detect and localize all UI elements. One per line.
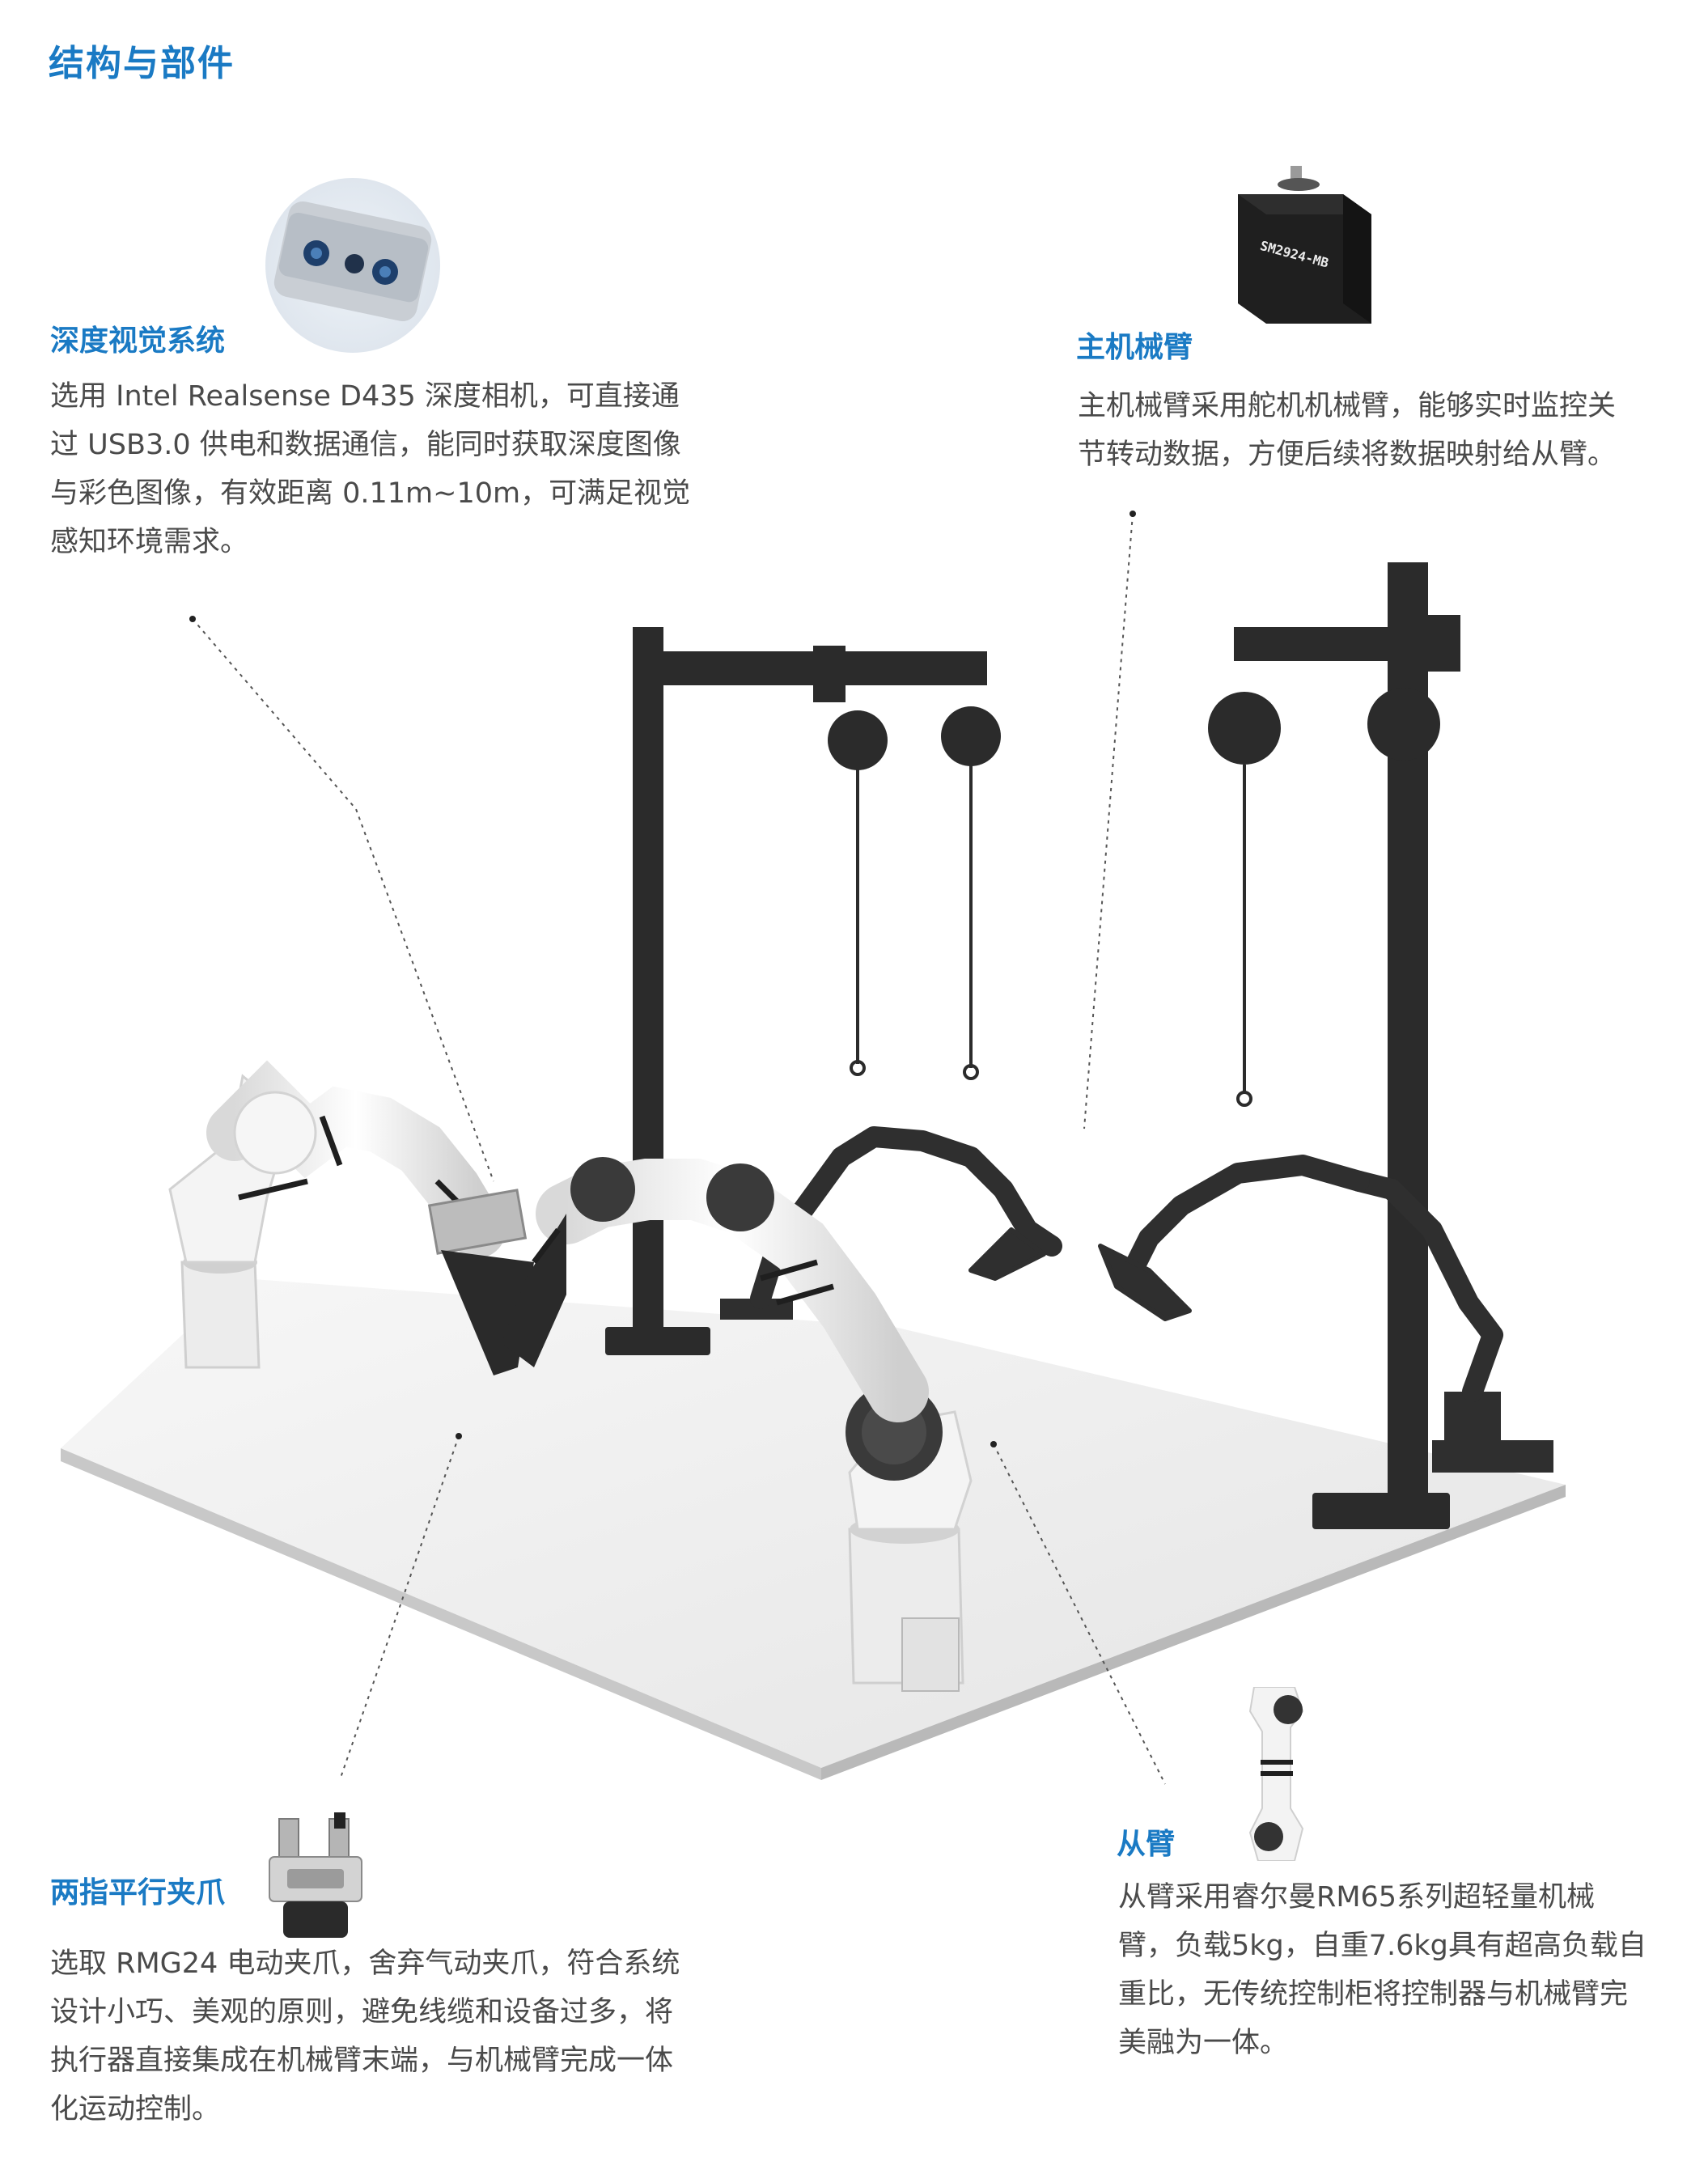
arm-link-image [1248,1687,1304,1861]
left-frame [605,627,1001,1355]
connector-dot [990,1441,997,1447]
platform [61,1278,1566,1780]
gripper-description: 选取 RMG24 电动夹爪，舍弃气动夹爪，符合系统 设计小巧、美观的原则，避免线… [50,1939,680,2134]
depth-vision-heading: 深度视觉系统 [50,324,226,358]
description-line: 过 USB3.0 供电和数据通信，能同时获取深度图像 [50,429,681,461]
slave-arm-heading: 从臂 [1117,1828,1176,1861]
description-line: 主机械臂采用舵机机械臂，能够实时监控关 [1078,390,1617,422]
slave-arm-left [168,1060,534,1375]
description-line: 选取 RMG24 电动夹爪，舍弃气动夹爪，符合系统 [50,1947,680,1980]
description-line: 重比，无传统控制柜将控制器与机械臂完 [1118,1978,1629,2011]
description-line: 节转动数据，方便后续将数据映射给从臂。 [1078,439,1617,471]
description-line: 执行器直接集成在机械臂末端，与机械臂完成一体 [50,2045,674,2077]
description-line: 设计小巧、美观的原则，避免线缆和设备过多，将 [50,1996,674,2028]
page-title: 结构与部件 [49,43,235,84]
gripper-heading: 两指平行夹爪 [50,1876,226,1909]
master-arm-right [1098,1155,1553,1473]
connector-dot [1129,511,1136,517]
depth-vision-description: 选用 Intel Realsense D435 深度相机，可直接通 过 USB3… [50,372,690,566]
slave-arm-description: 从臂采用睿尔曼RM65系列超轻量机械 臂，负载5kg，自重7.6kg具有超高负载… [1118,1873,1647,2067]
gripper-image [269,1812,362,1938]
right-frame [1208,562,1460,1529]
connector-slave-arm [993,1443,1166,1785]
description-line: 臂，负载5kg，自重7.6kg具有超高负载自 [1118,1930,1647,1962]
description-line: 选用 Intel Realsense D435 深度相机，可直接通 [50,380,680,413]
description-line: 化运动控制。 [50,2093,221,2125]
description-line: 感知环境需求。 [50,526,249,558]
depth-camera-image [265,178,440,353]
description-line: 与彩色图像，有效距离 0.11m~10m，可满足视觉 [50,477,691,510]
connector-dot [456,1433,462,1439]
description-line: 从臂采用睿尔曼RM65系列超轻量机械 [1118,1881,1596,1914]
connector-depth-vision [192,618,494,1182]
description-line: 美融为一体。 [1118,2027,1289,2059]
master-arm-heading: 主机械臂 [1076,331,1193,364]
servo-image: SM2924-MB [1238,166,1371,324]
connector-dot [189,616,196,622]
master-arm-description: 主机械臂采用舵机机械臂，能够实时监控关 节转动数据，方便后续将数据映射给从臂。 [1078,382,1616,479]
slave-arm-center [502,1157,973,1692]
connector-master-arm [1083,513,1134,1130]
